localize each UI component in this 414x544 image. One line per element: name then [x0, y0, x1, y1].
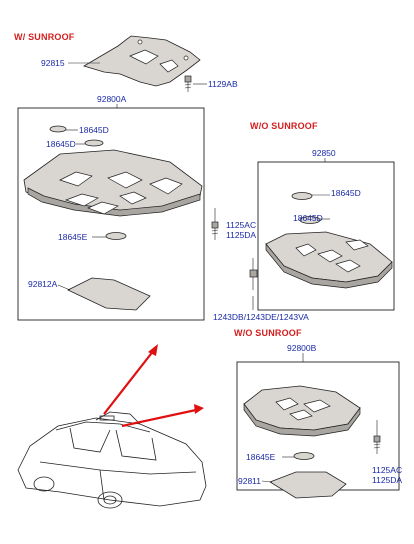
label-92815: 92815	[41, 58, 65, 68]
label-92811: 92811	[238, 476, 261, 486]
assembly-box-92850	[257, 161, 395, 311]
lens-cover-a	[67, 277, 151, 311]
pointer-arrow	[103, 344, 158, 415]
bulb-icon	[293, 452, 315, 460]
clip-icon	[249, 258, 258, 310]
label-92800B: 92800B	[287, 343, 317, 353]
label-1125AC-a: 1125AC	[226, 220, 256, 230]
label-1125AC-b: 1125AC	[372, 465, 402, 475]
label-1243DB-group: 1243DB/1243DE/1243VA	[213, 312, 309, 322]
label-18645E-a3: 18645E	[58, 232, 88, 242]
screw-icon	[211, 208, 219, 240]
label-18645D-c2: 18645D	[293, 213, 323, 223]
label-92850: 92850	[312, 148, 336, 158]
pointer-arrow	[121, 404, 204, 428]
section-header-without-sunroof-a: W/O SUNROOF	[250, 121, 318, 131]
label-1125DA-b: 1125DA	[372, 475, 402, 485]
bulb-icon	[291, 192, 321, 224]
car-illustration	[17, 411, 207, 509]
label-18645D-c1: 18645D	[331, 188, 361, 198]
label-92800A: 92800A	[97, 94, 127, 104]
screw-icon	[184, 75, 192, 92]
label-18645D-a2: 18645D	[46, 139, 76, 149]
dome-lamp-assembly-b	[243, 385, 361, 437]
screw-icon	[373, 420, 381, 454]
label-1125DA-a: 1125DA	[226, 230, 256, 240]
section-header-without-sunroof-b: W/O SUNROOF	[234, 328, 302, 338]
label-92812A: 92812A	[28, 279, 58, 289]
label-1129AB: 1129AB	[208, 79, 238, 89]
lens-cover-b	[269, 471, 347, 499]
label-18645E-b: 18645E	[246, 452, 276, 462]
bulb-icon	[49, 125, 127, 240]
bracket-part	[83, 35, 201, 87]
dome-lamp-assembly-c	[265, 231, 393, 289]
dome-lamp-assembly-a	[23, 149, 203, 217]
assembly-box-92800A	[17, 107, 205, 321]
label-18645D-a1: 18645D	[79, 125, 109, 135]
section-header-with-sunroof: W/ SUNROOF	[14, 32, 75, 42]
